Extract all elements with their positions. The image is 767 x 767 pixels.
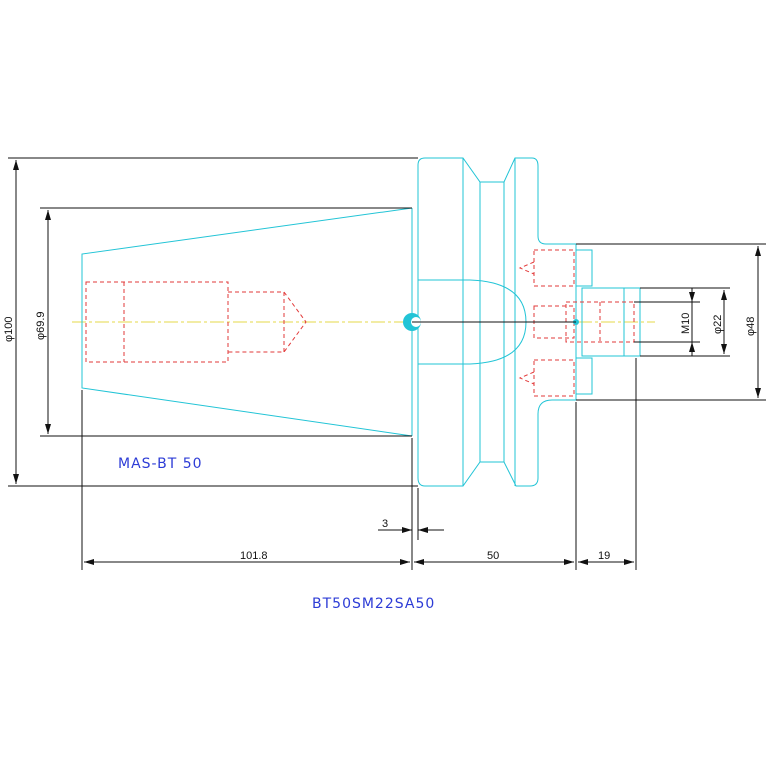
dim-pilot-diameter: φ22 [640,287,730,357]
dim-flange-gap: 3 [378,518,444,533]
nose-pilot [575,249,641,395]
dim-horizontal-extensions [81,358,637,570]
dim-flange-diameter: φ100 [3,157,418,487]
gauge-point-marker [403,313,579,331]
dim-bolt-circle-diameter: φ48 [576,243,766,401]
dim-flange-diameter-text: φ100 [3,317,15,343]
dim-taper-diameter-text: φ69.9 [35,311,47,340]
dim-taper-length-text: 101.8 [240,550,268,562]
dim-nose-length-text: 19 [598,550,610,562]
dim-body-length-text: 50 [487,550,499,562]
dim-thread: M10 [634,288,700,356]
dim-body-length: 50 [414,550,574,565]
drawbar-thread-hidden [85,281,307,363]
dim-taper-length: 101.8 [84,550,410,565]
holder-type-label: MAS-BT 50 [118,456,203,472]
dim-taper-diameter: φ69.9 [35,207,412,437]
dim-pilot-diameter-text: φ22 [712,315,724,334]
dim-flange-gap-text: 3 [382,518,388,530]
dim-thread-text: M10 [680,313,692,334]
dim-nose-length: 19 [578,550,634,565]
part-number-label: BT50SM22SA50 [312,596,435,612]
dim-bolt-circle-diameter-text: φ48 [745,317,757,336]
